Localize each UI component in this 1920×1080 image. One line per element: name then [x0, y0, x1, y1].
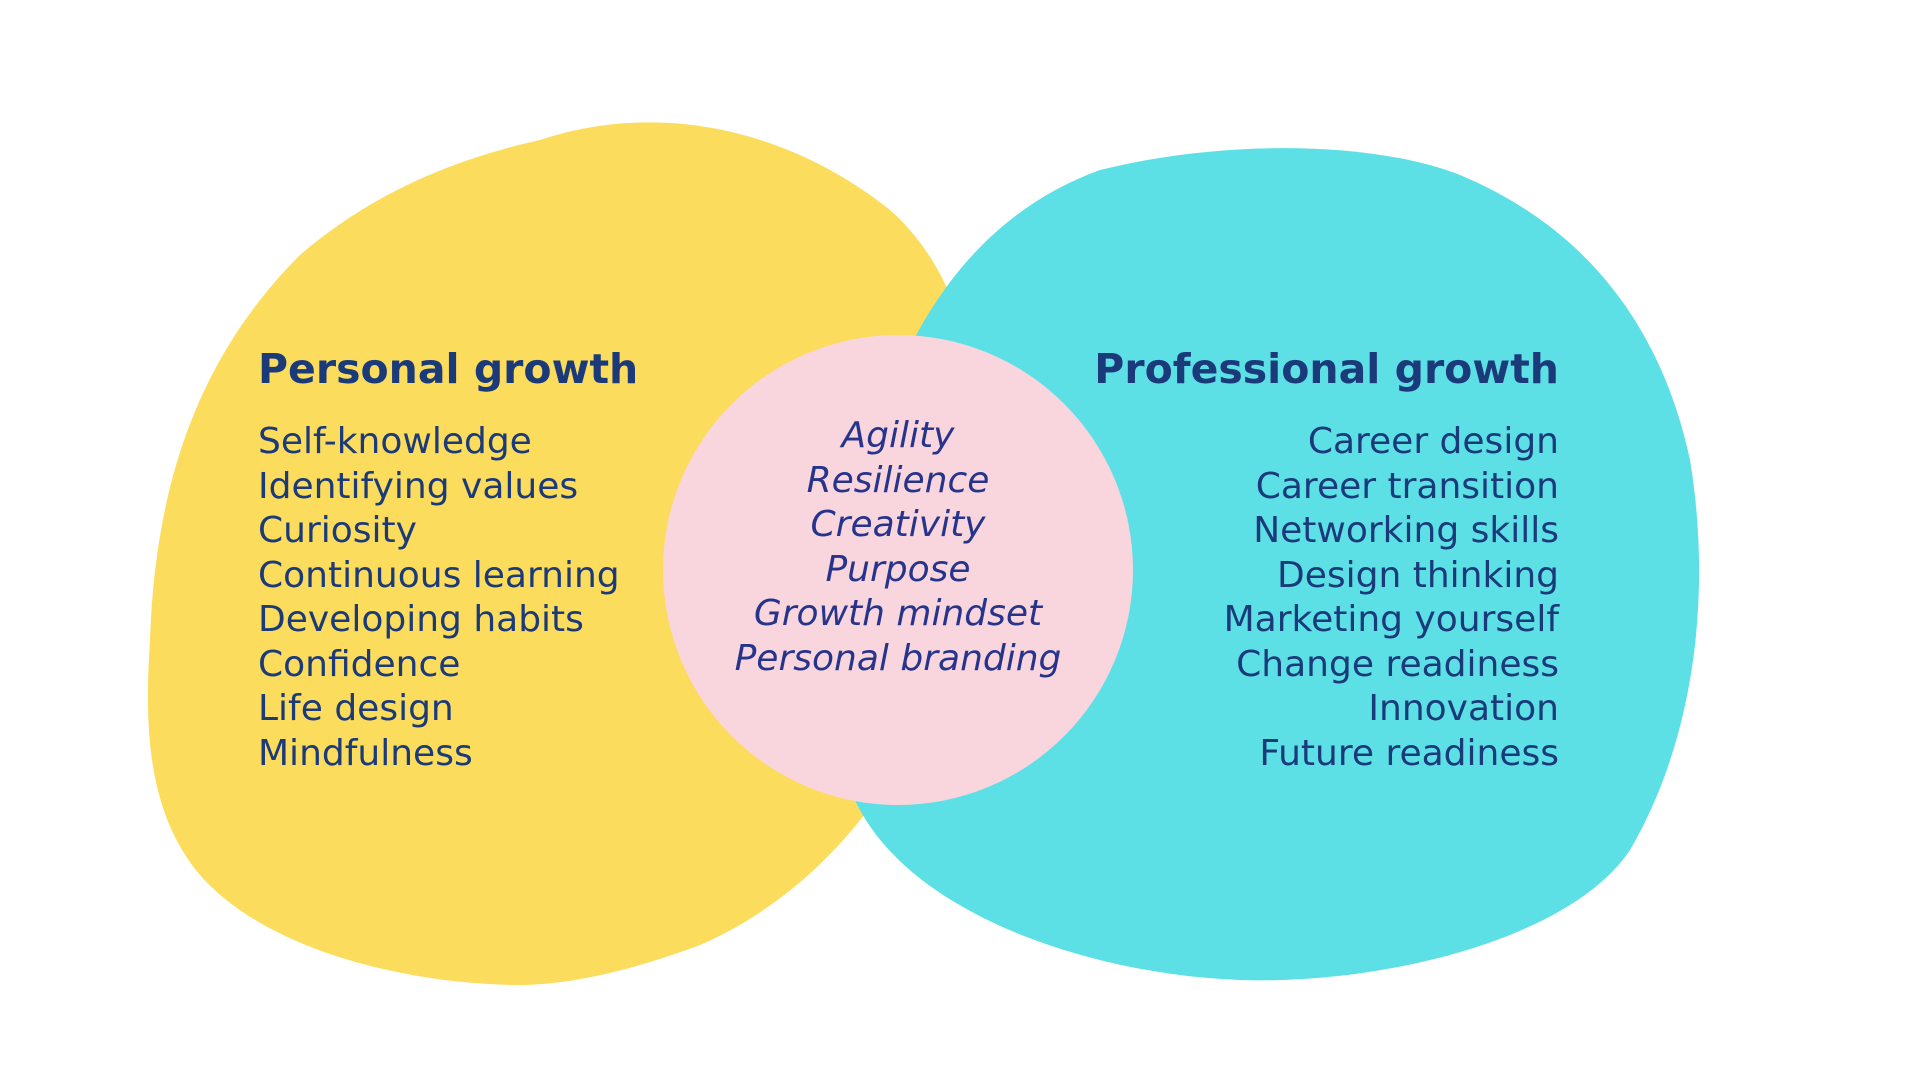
- personal-item: Curiosity: [258, 510, 417, 551]
- professional-item: Career transition: [1255, 465, 1559, 507]
- professional-item: Marketing yourself: [1223, 599, 1559, 640]
- professional-item: Innovation: [1368, 688, 1559, 729]
- overlap-item: Agility: [841, 415, 955, 456]
- overlap-item: Creativity: [810, 504, 986, 545]
- personal-item: Continuous learning: [258, 554, 620, 596]
- personal-growth-title: Personal growth: [258, 345, 639, 393]
- overlap-list: Agility Resilience Creativity Purpose Gr…: [663, 414, 1133, 681]
- personal-item: Confidence: [258, 643, 461, 685]
- personal-item: Developing habits: [258, 599, 584, 640]
- personal-item: Mindfulness: [258, 732, 473, 774]
- personal-item: Life design: [258, 688, 454, 729]
- professional-growth-blob: [831, 148, 1700, 981]
- personal-growth-blob: [147, 122, 979, 985]
- personal-growth-list: Self-knowledge Identifying values Curios…: [258, 420, 620, 776]
- professional-item: Design thinking: [1276, 554, 1559, 596]
- professional-item: Career design: [1307, 421, 1559, 462]
- overlap-item: Personal branding: [734, 637, 1062, 679]
- personal-item: Self-knowledge: [258, 421, 532, 462]
- professional-growth-list: Career design Career transition Networki…: [1224, 420, 1559, 776]
- professional-item: Change readiness: [1236, 643, 1559, 685]
- personal-item: Identifying values: [258, 465, 579, 507]
- overlap-item: Resilience: [806, 459, 990, 501]
- overlap-item: Purpose: [825, 548, 971, 590]
- professional-growth-title: Professional growth: [1094, 345, 1559, 393]
- professional-item: Networking skills: [1253, 510, 1559, 551]
- overlap-circle: [663, 335, 1133, 805]
- overlap-item: Growth mindset: [753, 593, 1043, 634]
- professional-item: Future readiness: [1259, 732, 1559, 774]
